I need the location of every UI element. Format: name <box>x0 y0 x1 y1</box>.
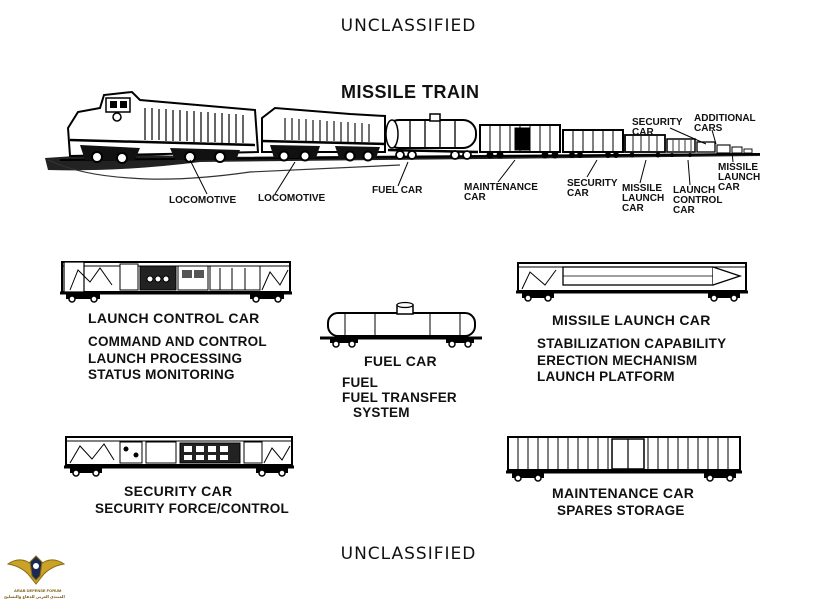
maintenance-car-drawing <box>506 436 742 482</box>
label-missile-launch-car-2: MISSILE LAUNCH CAR <box>718 163 760 193</box>
label-missile-launch-car-1: MISSILE LAUNCH CAR <box>622 184 664 214</box>
label-locomotive-2: LOCOMOTIVE <box>258 193 326 204</box>
label-additional-cars-line2: CARS <box>694 123 723 134</box>
label-additional-cars: ADDITIONAL CARS <box>694 114 756 134</box>
launch-control-car-features: COMMAND AND CONTROL LAUNCH PROCESSING ST… <box>88 334 267 384</box>
receding-boxcars <box>479 124 753 159</box>
maintenance-car-title: MAINTENANCE CAR <box>552 485 695 501</box>
label-locomotive-1: LOCOMOTIVE <box>169 195 237 206</box>
label-maintenance-car-line2: CAR <box>464 192 486 203</box>
watermark-text-2: المنتدى العربي للدفاع والتسليح <box>4 594 65 599</box>
label-launch-control-car: LAUNCH CONTROL CAR <box>673 186 722 216</box>
label-additional-cars-line1: ADDITIONAL <box>694 113 756 124</box>
missile-launch-feature-2: ERECTION MECHANISM <box>537 352 698 368</box>
leader-lines <box>189 127 734 195</box>
label-security-car-1-line2: CAR <box>567 188 589 199</box>
label-missile-launch-car-2-line2: LAUNCH <box>718 172 761 183</box>
label-security-car-2-line2: CAR <box>632 127 654 138</box>
launch-control-car-drawing <box>60 261 292 303</box>
security-car-title: SECURITY CAR <box>124 483 233 499</box>
maintenance-car-features: SPARES STORAGE <box>557 503 685 520</box>
classification-bottom: UNCLASSIFIED <box>0 544 817 564</box>
launch-control-feature-2: LAUNCH PROCESSING <box>88 350 243 366</box>
eagle-emblem-icon <box>6 555 66 585</box>
label-security-car-1: SECURITY CAR <box>567 179 618 199</box>
label-security-car-2-line1: SECURITY <box>632 117 683 128</box>
missile-launch-car-features: STABILIZATION CAPABILITY ERECTION MECHAN… <box>537 336 726 386</box>
fuel-car-title: FUEL CAR <box>364 353 437 369</box>
classification-top-text: UNCLASSIFIED <box>340 16 477 36</box>
locomotive-2 <box>261 106 386 162</box>
fuel-feature-1: FUEL <box>342 375 379 390</box>
label-launch-control-car-line1: LAUNCH <box>673 185 716 196</box>
label-missile-launch-car-2-line1: MISSILE <box>718 162 759 173</box>
missile-launch-car-title: MISSILE LAUNCH CAR <box>552 312 711 328</box>
track-ballast <box>47 159 401 180</box>
classification-bottom-text: UNCLASSIFIED <box>340 544 477 564</box>
locomotive-1 <box>66 90 260 164</box>
security-car-drawing <box>64 436 294 477</box>
missile-launch-car-drawing <box>516 262 748 302</box>
label-missile-launch-car-1-line1: MISSILE <box>622 183 663 194</box>
fuel-car-train <box>385 113 479 160</box>
launch-control-feature-1: COMMAND AND CONTROL <box>88 334 267 349</box>
label-security-car-1-line1: SECURITY <box>567 178 618 189</box>
label-maintenance-car-line1: MAINTENANCE <box>464 182 538 193</box>
security-feature-1: SECURITY FORCE/CONTROL <box>95 501 289 516</box>
fuel-feature-2: FUEL TRANSFER <box>342 390 457 405</box>
watermark-logo: ARAB DEFENSE FORUM المنتدى العربي للدفاع… <box>4 548 68 600</box>
label-launch-control-car-line2: CONTROL <box>673 195 723 206</box>
label-fuel-car: FUEL CAR <box>372 185 423 196</box>
label-maintenance-car: MAINTENANCE CAR <box>464 183 538 203</box>
launch-control-car-title: LAUNCH CONTROL CAR <box>88 310 260 326</box>
security-car-features: SECURITY FORCE/CONTROL <box>95 501 289 518</box>
label-missile-launch-car-2-line3: CAR <box>718 182 740 193</box>
maintenance-feature-1: SPARES STORAGE <box>557 503 685 518</box>
diagram-title: MISSILE TRAIN <box>341 82 480 102</box>
missile-launch-feature-3: LAUNCH PLATFORM <box>537 369 675 384</box>
missile-launch-feature-1: STABILIZATION CAPABILITY <box>537 336 727 351</box>
fuel-car-drawing <box>320 301 482 348</box>
fuel-car-features: FUEL FUEL TRANSFER SYSTEM <box>342 375 457 420</box>
label-launch-control-car-line3: CAR <box>673 205 695 216</box>
watermark-text-1: ARAB DEFENSE FORUM <box>14 588 62 593</box>
label-missile-launch-car-1-line2: LAUNCH <box>622 193 665 204</box>
label-security-car-2: SECURITY CAR <box>632 118 683 138</box>
fuel-feature-3: SYSTEM <box>353 405 410 420</box>
classification-top: UNCLASSIFIED <box>0 16 817 36</box>
label-missile-launch-car-1-line3: CAR <box>622 203 644 214</box>
launch-control-feature-3: STATUS MONITORING <box>88 367 235 382</box>
